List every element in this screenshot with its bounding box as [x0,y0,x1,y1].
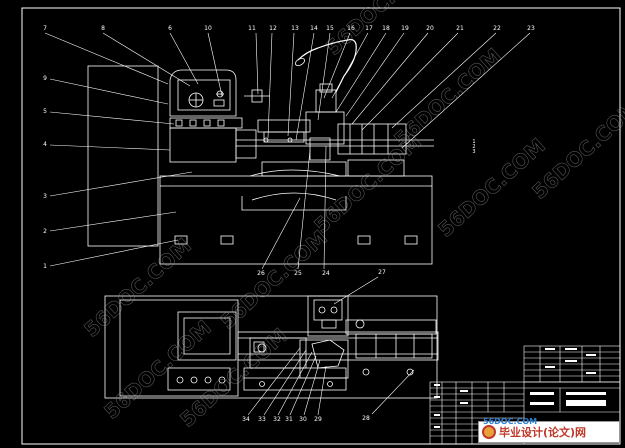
leader-line [361,32,459,131]
leader-line [297,149,311,270]
part-label: 20 [426,25,434,32]
part-label: 1 [43,263,47,270]
logo-top-text: 56DOC.COM [483,417,538,426]
part-label: 22 [493,25,501,32]
part-label: 17 [365,25,373,32]
part-label: 29 [314,416,322,423]
part-label: 11 [248,25,256,32]
leader-line [317,32,331,121]
leader-line [169,32,199,85]
part-label: 26 [257,270,265,277]
part-label: 7 [43,25,47,32]
part-label: 19 [401,25,409,32]
leader-lines [44,32,531,416]
leader-line [323,32,351,99]
leader-line [49,111,175,125]
title-block [429,345,621,445]
part-label: 4 [43,141,47,148]
leader-line [267,32,273,139]
watermark-group: 56DOC.COM 56DOC.COM 56DOC.COM 56DOC.COM … [79,0,625,432]
scale-note: 1 2 3 [472,139,476,155]
leader-line [391,32,497,129]
drawing-border [21,7,621,445]
part-label: 10 [204,25,212,32]
part-label: 25 [294,270,302,277]
leader-line [49,171,193,197]
leader-line [261,197,301,270]
part-label: 21 [456,25,464,32]
leader-line [255,32,259,95]
part-label: 12 [269,25,277,32]
part-label: 33 [258,416,266,423]
leader-line [333,276,379,305]
leader-line [289,355,317,416]
part-label: 15 [326,25,334,32]
leader-line [102,32,191,87]
watermark-5: 56DOC.COM [79,233,196,341]
part-label: 5 [43,108,47,115]
part-label: 3 [43,193,47,200]
part-label: 9 [43,75,47,82]
leader-line [295,32,315,141]
leader-line [303,359,321,416]
part-label: 14 [310,25,318,32]
part-label: 34 [242,416,250,423]
part-label: 8 [101,25,105,32]
part-label: 28 [362,415,370,422]
leader-line [335,32,387,113]
leader-line [263,349,307,416]
logo-badge [478,421,620,443]
part-label: 31 [285,416,293,423]
leader-line [49,78,169,105]
leader-line [44,32,169,85]
logo-emblem [482,425,496,439]
leader-line [49,144,171,151]
leader-line [49,239,179,267]
leader-line [323,145,327,270]
leader-line [247,347,301,416]
leader-line [277,351,313,416]
leader-line [317,365,327,416]
part-label: 16 [347,25,355,32]
part-label: 13 [291,25,299,32]
leader-line [401,32,531,149]
leader-line [207,32,223,97]
part-label: 6 [168,25,172,32]
part-label: 2 [43,228,47,235]
part-label: 18 [382,25,390,32]
leader-line [331,32,369,99]
part-label: 32 [273,416,281,423]
part-label: 27 [378,269,386,276]
part-label: 30 [299,416,307,423]
leader-line [351,32,429,125]
elevation-view [87,38,434,265]
part-label: 23 [527,25,535,32]
part-label: 24 [322,270,330,277]
leader-line [287,32,295,137]
leader-line [371,369,415,415]
logo-text: 毕业设计(论文)网 [499,426,587,439]
leader-line [345,32,405,117]
leader-line [49,211,177,232]
watermark-1: 56DOC.COM [321,0,438,60]
